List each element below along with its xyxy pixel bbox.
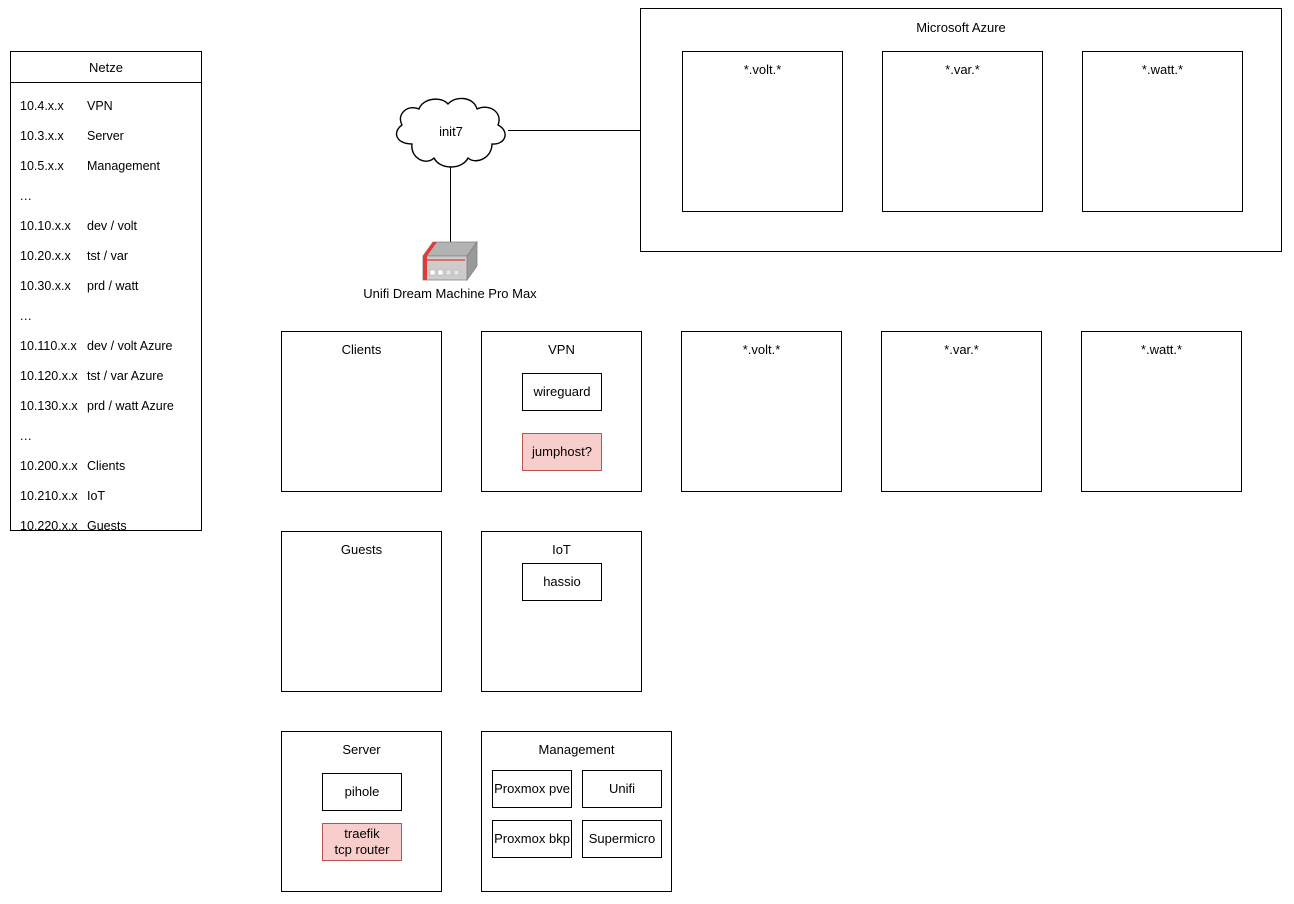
- azure-environment-label: *.watt.*: [1141, 62, 1184, 77]
- netze-cidr: 10.210.x.x: [20, 489, 78, 503]
- service-chip-proxmox-pve[interactable]: Proxmox pve: [492, 770, 572, 808]
- netze-name: tst / var Azure: [87, 369, 164, 383]
- gateway-device-label: Unifi Dream Machine Pro Max: [363, 286, 537, 301]
- netze-cidr: 10.200.x.x: [20, 459, 78, 473]
- netze-cidr: 10.5.x.x: [20, 159, 64, 173]
- table-row-separator: ...: [11, 301, 201, 331]
- zone-title: Clients: [341, 342, 382, 357]
- firewall-appliance-icon: [422, 240, 478, 282]
- table-row: 10.120.x.x tst / var Azure: [11, 361, 201, 391]
- netze-cidr: 10.130.x.x: [20, 399, 78, 413]
- netze-table-body: 10.4.x.x VPN 10.3.x.x Server 10.5.x.x Ma…: [11, 83, 201, 541]
- zone-vpn: VPN wireguard jumphost?: [481, 331, 642, 492]
- table-row: 10.200.x.x Clients: [11, 451, 201, 481]
- netze-name: prd / watt Azure: [87, 399, 174, 413]
- azure-environment-label: *.volt.*: [743, 62, 782, 77]
- isp-cloud-label: init7: [439, 124, 463, 139]
- netze-cidr: ...: [20, 189, 32, 203]
- table-row: 10.210.x.x IoT: [11, 481, 201, 511]
- zone-onprem-volt: *.volt.*: [681, 331, 842, 492]
- cloud-icon: [395, 97, 506, 168]
- netze-name: tst / var: [87, 249, 128, 263]
- netze-cidr: 10.20.x.x: [20, 249, 71, 263]
- netze-name: dev / volt: [87, 219, 138, 233]
- netze-cidr: 10.220.x.x: [20, 519, 78, 533]
- table-row: 10.4.x.x VPN: [11, 91, 201, 121]
- zone-onprem-var: *.var.*: [881, 331, 1042, 492]
- link-cloud-to-azure: [508, 130, 641, 131]
- service-chip-traefik[interactable]: traefik tcp router: [322, 823, 402, 861]
- azure-environment-label: *.var.*: [945, 62, 980, 77]
- netze-name: IoT: [87, 489, 106, 503]
- service-chip-pihole[interactable]: pihole: [322, 773, 402, 811]
- netze-name: Server: [87, 129, 124, 143]
- zone-management: Management Proxmox pve Unifi Proxmox bkp…: [481, 731, 672, 892]
- table-row: 10.5.x.x Management: [11, 151, 201, 181]
- table-row: 10.20.x.x tst / var: [11, 241, 201, 271]
- isp-cloud: init7: [388, 96, 514, 172]
- netze-name: Guests: [87, 519, 127, 533]
- zone-iot: IoT hassio: [481, 531, 642, 692]
- table-row: 10.110.x.x dev / volt Azure: [11, 331, 201, 361]
- netze-name: Clients: [87, 459, 126, 473]
- zone-title: Server: [342, 742, 381, 757]
- netze-name: prd / watt: [87, 279, 139, 293]
- azure-environment-watt: *.watt.*: [1082, 51, 1243, 212]
- netze-cidr: 10.10.x.x: [20, 219, 71, 233]
- netze-cidr: ...: [20, 429, 32, 443]
- table-row: 10.220.x.x Guests: [11, 511, 201, 541]
- table-row: 10.3.x.x Server: [11, 121, 201, 151]
- link-cloud-to-gateway: [450, 166, 451, 244]
- netze-name: Management: [87, 159, 160, 173]
- service-chip-jumphost[interactable]: jumphost?: [522, 433, 602, 471]
- service-chip-unifi[interactable]: Unifi: [582, 770, 662, 808]
- table-row: 10.130.x.x prd / watt Azure: [11, 391, 201, 421]
- table-row-separator: ...: [11, 181, 201, 211]
- netze-table-header: Netze: [11, 52, 201, 83]
- zone-server: Server pihole traefik tcp router: [281, 731, 442, 892]
- service-chip-proxmox-bkp[interactable]: Proxmox bkp: [492, 820, 572, 858]
- zone-title: VPN: [548, 342, 575, 357]
- zone-title: *.watt.*: [1140, 342, 1183, 357]
- service-chip-supermicro[interactable]: Supermicro: [582, 820, 662, 858]
- azure-title: Microsoft Azure: [916, 20, 1006, 35]
- zone-title: *.var.*: [944, 342, 979, 357]
- zone-title: *.volt.*: [742, 342, 781, 357]
- netze-legend-table: Netze 10.4.x.x VPN 10.3.x.x Server 10.5.…: [10, 51, 202, 533]
- netze-cidr: 10.110.x.x: [20, 339, 77, 353]
- zone-title: Guests: [340, 542, 383, 557]
- azure-environment-var: *.var.*: [882, 51, 1043, 212]
- netze-cidr: 10.120.x.x: [20, 369, 78, 383]
- zone-clients: Clients: [281, 331, 442, 492]
- table-row-separator: ...: [11, 421, 201, 451]
- netze-cidr: 10.3.x.x: [20, 129, 64, 143]
- zone-guests: Guests: [281, 531, 442, 692]
- zone-title: Management: [538, 742, 615, 757]
- netze-name: VPN: [87, 99, 113, 113]
- service-chip-wireguard[interactable]: wireguard: [522, 373, 602, 411]
- azure-container: Microsoft Azure *.volt.* *.var.* *.watt.…: [640, 8, 1282, 252]
- netze-cidr: 10.4.x.x: [20, 99, 64, 113]
- azure-environment-volt: *.volt.*: [682, 51, 843, 212]
- table-row: 10.10.x.x dev / volt: [11, 211, 201, 241]
- zone-onprem-watt: *.watt.*: [1081, 331, 1242, 492]
- service-chip-hassio[interactable]: hassio: [522, 563, 602, 601]
- netze-cidr: ...: [20, 309, 32, 323]
- netze-cidr: 10.30.x.x: [20, 279, 71, 293]
- table-row: 10.30.x.x prd / watt: [11, 271, 201, 301]
- zone-title: IoT: [552, 542, 571, 557]
- gateway-device: [419, 240, 481, 282]
- netze-name: dev / volt Azure: [87, 339, 173, 353]
